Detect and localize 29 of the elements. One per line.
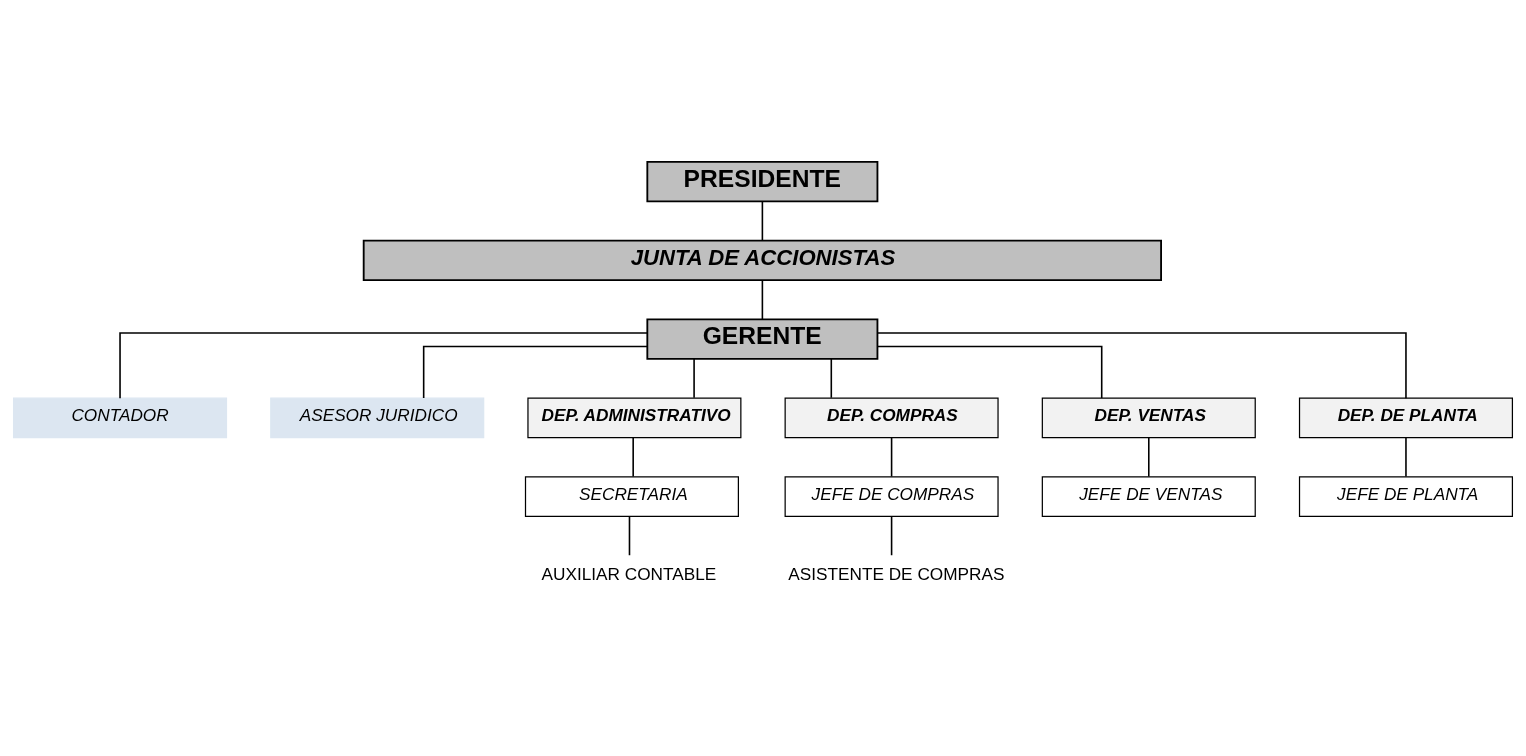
connector (876, 331, 1407, 399)
node-box: DEP. COMPRAS (784, 397, 999, 438)
connector (890, 436, 893, 477)
node-box: JEFE DE VENTAS (1041, 475, 1256, 517)
connector (761, 278, 764, 320)
connector (761, 200, 764, 241)
connector (693, 357, 695, 399)
connector (1148, 436, 1150, 477)
connector (422, 345, 649, 399)
node-box: DEP. VENTAS (1041, 397, 1256, 438)
node-box: JUNTA DE ACCIONISTAS (362, 239, 1162, 281)
node-text: AUXILIAR CONTABLE (541, 563, 717, 584)
node-box: DEP. ADMINISTRATIVO (527, 397, 742, 438)
node-box: GERENTE (646, 318, 879, 360)
node-box: DEP. DE PLANTA (1298, 397, 1514, 438)
node-box: SECRETARIA (524, 475, 739, 517)
node-box: JEFE DE COMPRAS (784, 475, 999, 517)
node-box: CONTADOR (12, 397, 228, 438)
node-box: ASESOR JURIDICO (270, 397, 485, 438)
node-box: PRESIDENTE (646, 160, 879, 202)
connector (830, 357, 833, 399)
connector (1405, 436, 1407, 477)
connector (890, 515, 893, 556)
connector (119, 331, 648, 399)
connector (628, 515, 631, 556)
node-text: ASISTENTE DE COMPRAS (788, 563, 1005, 584)
connector (632, 436, 634, 477)
connector (876, 345, 1103, 399)
node-box: JEFE DE PLANTA (1298, 475, 1514, 517)
